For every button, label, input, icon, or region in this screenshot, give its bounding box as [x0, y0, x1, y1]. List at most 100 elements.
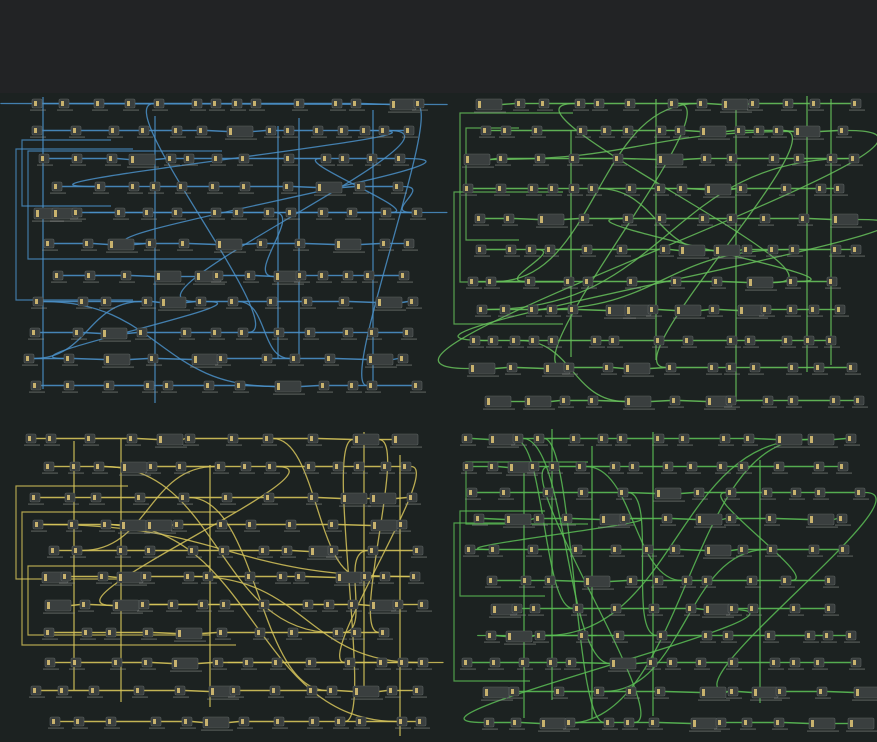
graph-node[interactable] — [712, 244, 744, 259]
node-wire[interactable] — [152, 631, 177, 635]
node-body[interactable] — [721, 98, 749, 111]
graph-node[interactable] — [152, 98, 168, 111]
graph-node[interactable] — [201, 716, 233, 731]
graph-node[interactable] — [479, 125, 495, 138]
graph-node[interactable] — [412, 98, 428, 111]
node-wire[interactable] — [739, 248, 743, 252]
graph-node[interactable] — [792, 153, 808, 166]
node-wire[interactable] — [291, 549, 310, 553]
graph-node[interactable] — [660, 513, 676, 526]
graph-node[interactable] — [93, 181, 109, 194]
node-wire[interactable] — [783, 721, 810, 725]
graph-node[interactable] — [482, 717, 498, 730]
graph-node[interactable] — [326, 519, 342, 532]
graph-node[interactable] — [536, 213, 568, 228]
graph-node[interactable] — [264, 125, 280, 138]
graph-node[interactable] — [772, 717, 788, 730]
node-wire[interactable] — [737, 690, 753, 694]
graph-node[interactable] — [102, 380, 118, 393]
node-body[interactable] — [154, 270, 182, 283]
graph-node[interactable] — [37, 153, 53, 166]
curved-wire[interactable] — [401, 185, 414, 214]
graph-node[interactable] — [837, 544, 853, 557]
graph-node[interactable] — [772, 461, 788, 474]
graph-node[interactable] — [257, 599, 273, 612]
node-body[interactable] — [537, 213, 565, 226]
graph-node[interactable] — [607, 335, 623, 348]
graph-node[interactable] — [742, 433, 758, 446]
curved-wire[interactable] — [339, 465, 417, 664]
graph-node[interactable] — [655, 630, 671, 643]
node-graph-svg[interactable] — [0, 93, 877, 742]
graph-node[interactable] — [740, 717, 756, 730]
node-body[interactable] — [100, 327, 128, 340]
graph-node[interactable] — [213, 461, 229, 474]
graph-node[interactable] — [368, 492, 400, 507]
graph-node[interactable] — [623, 98, 639, 111]
graph-node[interactable] — [71, 327, 87, 340]
graph-node[interactable] — [105, 153, 121, 166]
graph-node[interactable] — [47, 545, 63, 558]
graph-node[interactable] — [411, 545, 427, 558]
graph-node[interactable] — [592, 686, 608, 699]
graph-node[interactable] — [171, 519, 187, 532]
graph-node[interactable] — [69, 657, 85, 670]
graph-top-left[interactable] — [0, 97, 448, 403]
graph-node[interactable] — [333, 238, 365, 253]
graph-node[interactable] — [145, 461, 161, 474]
node-body[interactable] — [352, 685, 380, 698]
graph-node[interactable] — [474, 244, 490, 257]
graph-node[interactable] — [28, 492, 44, 505]
graph-node[interactable] — [374, 296, 406, 311]
node-body[interactable] — [215, 238, 243, 251]
node-body[interactable] — [369, 492, 397, 505]
graph-node[interactable] — [225, 125, 257, 140]
node-wire[interactable] — [706, 102, 723, 106]
graph-node[interactable] — [44, 433, 60, 446]
graph-node[interactable] — [22, 353, 38, 366]
graph-node[interactable] — [814, 183, 830, 196]
graph-node[interactable] — [233, 380, 249, 393]
graph-node[interactable] — [280, 545, 296, 558]
graph-node[interactable] — [665, 657, 681, 670]
node-body[interactable] — [793, 125, 821, 138]
graph-node[interactable] — [395, 716, 411, 729]
graph-node[interactable] — [779, 183, 795, 196]
node-wire[interactable] — [483, 517, 506, 521]
graph-node[interactable] — [319, 153, 335, 166]
graph-node[interactable] — [183, 433, 199, 446]
graph-node[interactable] — [333, 716, 349, 729]
graph-node[interactable] — [695, 98, 711, 111]
node-graph-canvas[interactable] — [0, 93, 877, 742]
graph-node[interactable] — [411, 685, 427, 698]
graph-node[interactable] — [792, 125, 824, 140]
node-wire[interactable] — [401, 300, 409, 304]
node-wire[interactable] — [671, 517, 697, 521]
node-wire[interactable] — [497, 465, 509, 469]
graph-node[interactable] — [485, 575, 501, 588]
graph-node[interactable] — [241, 657, 257, 670]
node-wire[interactable] — [107, 575, 118, 579]
graph-node[interactable] — [813, 487, 829, 500]
graph-node[interactable] — [92, 98, 108, 111]
node-wire[interactable] — [92, 242, 109, 246]
curved-wire[interactable] — [42, 300, 276, 388]
node-body[interactable] — [847, 717, 875, 730]
graph-node[interactable] — [832, 183, 848, 196]
graph-node[interactable] — [179, 327, 195, 340]
graph-node[interactable] — [845, 362, 861, 375]
graph-node[interactable] — [766, 244, 782, 257]
graph-node[interactable] — [706, 362, 722, 375]
graph-node[interactable] — [190, 98, 206, 111]
curved-wire[interactable] — [72, 129, 393, 188]
graph-node[interactable] — [201, 571, 217, 584]
graph-node[interactable] — [524, 244, 540, 257]
graph-node[interactable] — [352, 461, 368, 474]
node-wire[interactable] — [151, 661, 173, 665]
graph-node[interactable] — [30, 98, 46, 111]
node-wire[interactable] — [136, 437, 158, 441]
graph-node[interactable] — [505, 362, 521, 375]
graph-node[interactable] — [830, 213, 862, 228]
routing-wire[interactable] — [21, 139, 111, 207]
graph-node[interactable] — [577, 213, 593, 226]
